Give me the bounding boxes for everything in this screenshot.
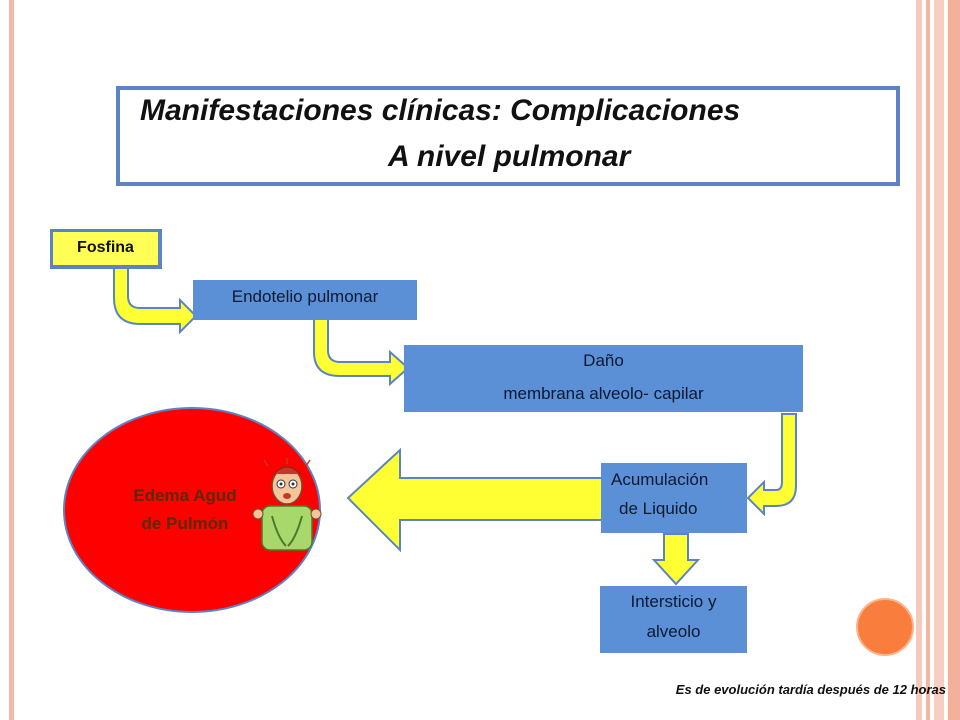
- arrow-acumulacion-to-intersticio: [651, 533, 701, 586]
- node-fosfina: Fosfina: [50, 229, 162, 269]
- title-box: [116, 86, 900, 186]
- arrow-fosfina-to-endotelio: [113, 265, 198, 335]
- node-dano-line2: membrana alveolo- capilar: [503, 384, 704, 403]
- edema-circle: [63, 407, 321, 613]
- arrow-endotelio-to-dano: [313, 317, 410, 387]
- edema-line2: de Pulmón: [141, 514, 229, 533]
- node-acumulacion: Acumulación de Liquido: [601, 463, 747, 533]
- slide-title: Manifestaciones clínicas: Complicaciones: [140, 94, 741, 127]
- node-intersticio-line1: Intersticio y: [630, 592, 717, 611]
- edema-label: Edema Agud de Pulmón: [110, 484, 260, 536]
- node-endotelio: Endotelio pulmonar: [193, 280, 417, 320]
- sick-person-icon: [252, 458, 322, 551]
- arrow-dano-to-acumulacion: [746, 413, 797, 517]
- slide-subtitle: A nivel pulmonar: [388, 140, 631, 173]
- node-fosfina-label: Fosfina: [77, 239, 134, 256]
- edema-line1: Edema Agud: [133, 486, 237, 505]
- node-intersticio-line2: alveolo: [646, 622, 701, 641]
- right-decorative-stripes: [916, 0, 960, 720]
- node-dano: Daño membrana alveolo- capilar: [404, 345, 803, 412]
- left-frame-line: [9, 0, 14, 720]
- node-intersticio: Intersticio y alveolo: [600, 586, 747, 653]
- node-acumulacion-line1: Acumulación: [611, 470, 709, 489]
- node-endotelio-label: Endotelio pulmonar: [231, 287, 379, 306]
- footnote: Es de evolución tardía después de 12 hor…: [675, 682, 946, 697]
- node-dano-line1: Daño: [583, 351, 624, 370]
- node-acumulacion-line2: de Liquido: [619, 499, 698, 518]
- arrow-acumulacion-to-edema: [346, 447, 603, 553]
- decorative-orange-dot: [856, 598, 914, 656]
